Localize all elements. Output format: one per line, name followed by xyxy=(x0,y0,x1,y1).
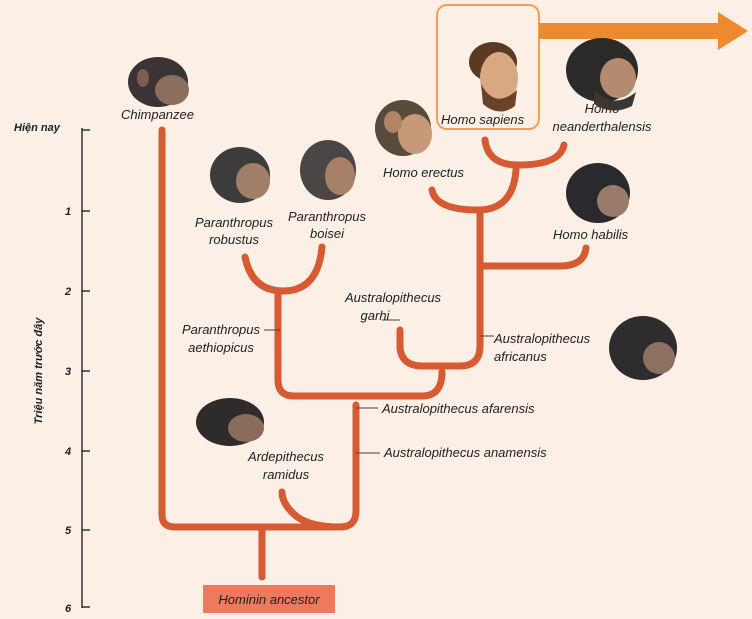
label-neanderthal: neanderthalensis xyxy=(552,119,652,134)
label-ardipithecus: Ardepithecus xyxy=(247,449,324,464)
sapiens-fork xyxy=(481,136,568,169)
chimpanzee-head-image xyxy=(128,57,189,107)
highlight-box xyxy=(436,4,540,130)
label-homo-habilis: Homo habilis xyxy=(553,227,629,242)
afarensis-junction xyxy=(274,287,446,400)
forward-arrow xyxy=(539,12,748,50)
chimp-hominin-branch xyxy=(158,126,360,531)
label-homo-sapiens: Homo sapiens xyxy=(441,112,525,127)
p-robustus-head-image xyxy=(210,147,270,203)
label-chimpanzee: Chimpanzee xyxy=(121,107,194,122)
label-a-anamensis: Australopithecus anamensis xyxy=(383,445,547,460)
habilis-branch xyxy=(476,244,590,270)
p-boisei-head-image xyxy=(300,140,356,200)
label-a-garhi: Australopithecus xyxy=(344,290,442,305)
neanderthal-head-image xyxy=(566,38,638,111)
label-p-boisei: Paranthropus xyxy=(288,209,367,224)
axis-title: Triệu năm trước đây xyxy=(33,317,45,425)
tick-label: 3 xyxy=(65,366,71,378)
label-homo-erectus: Homo erectus xyxy=(383,165,464,180)
tick-label: 2 xyxy=(64,286,71,298)
tick-label: 4 xyxy=(64,446,71,458)
label-p-robustus: Paranthropus xyxy=(195,215,274,230)
label-p-aethiopicus: Paranthropus xyxy=(182,322,261,337)
label-a-africanus: Australopithecus xyxy=(493,331,591,346)
erectus-fork xyxy=(428,166,520,214)
label-ardipithecus: ramidus xyxy=(263,467,310,482)
label-a-afarensis: Australopithecus afarensis xyxy=(381,401,535,416)
phylogenetic-tree xyxy=(158,126,590,581)
tick-label: 6 xyxy=(65,603,72,615)
homo-erectus-head-image xyxy=(375,100,432,156)
label-p-boisei: boisei xyxy=(310,226,345,241)
ardipithecus-head-image xyxy=(196,398,264,446)
label-a-garhi: garhi xyxy=(361,308,391,323)
label-a-africanus: africanus xyxy=(494,349,547,364)
a-africanus-head-image xyxy=(609,316,677,380)
homo-habilis-head-image xyxy=(566,163,630,223)
label-p-aethiopicus: aethiopicus xyxy=(188,340,254,355)
label-p-robustus: robustus xyxy=(209,232,259,247)
time-axis: Hiện nay 1 2 3 4 5 6 Triệu năm trước đây xyxy=(14,122,90,615)
homo-sapiens-head-image xyxy=(469,42,518,112)
paranthropus-fork xyxy=(241,243,326,295)
root-label-box: Hominin ancestor xyxy=(203,585,335,613)
tick-label: Hiện nay xyxy=(14,122,61,134)
tick-label: 5 xyxy=(65,525,72,537)
tick-label: 1 xyxy=(65,206,71,218)
ardipithecus-branch xyxy=(278,488,344,531)
africanus-fork xyxy=(396,326,484,370)
root-label: Hominin ancestor xyxy=(218,592,320,607)
